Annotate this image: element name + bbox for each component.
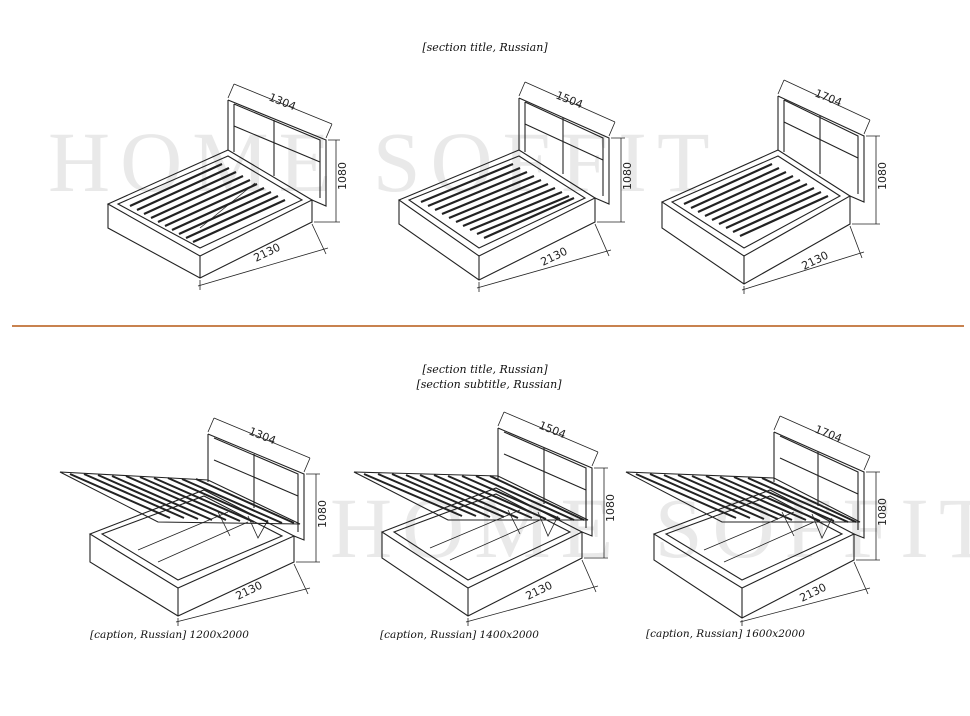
width-label: 1304 [267, 91, 298, 114]
mattress-caption-1: [caption, Russian] 1200x2000 [90, 629, 249, 641]
height-label: 1080 [876, 162, 889, 190]
height-label: 1080 [336, 162, 349, 190]
bed-drawing-top-3: 1704 1080 2130 [660, 79, 889, 294]
height-label: 1080 [316, 500, 329, 528]
bed-drawing-bottom-3: 1704 1080 2130 [625, 415, 889, 626]
mattress-caption-2: [caption, Russian] 1400x2000 [380, 629, 539, 641]
width-label: 1304 [247, 425, 278, 448]
bed-drawing-top-1: 1304 1080 2130 [106, 83, 349, 290]
length-label: 2130 [798, 581, 829, 605]
width-label: 1504 [537, 419, 568, 442]
width-label: 1504 [554, 89, 585, 112]
bottom-section-title-line2: [section subtitle, Russian] [416, 378, 562, 391]
bed-drawing-bottom-1: 1304 1080 2130 [59, 417, 329, 626]
top-section-title: [section title, Russian] [422, 41, 548, 54]
height-label: 1080 [876, 498, 889, 526]
bottom-section-title-line1: [section title, Russian] [422, 363, 548, 376]
height-label: 1080 [621, 162, 634, 190]
height-label: 1080 [604, 494, 617, 522]
bottom-section-title: [section title, Russian] [section subtit… [0, 362, 970, 392]
section-separator [12, 325, 964, 327]
width-label: 1704 [813, 423, 844, 446]
bed-drawing-bottom-2: 1504 1080 2130 [353, 411, 617, 626]
mattress-caption-3: [caption, Russian] 1600x2000 [646, 628, 805, 640]
bed-drawing-top-2: 1504 1080 2130 [397, 81, 634, 292]
length-label: 2130 [800, 249, 831, 273]
width-label: 1704 [813, 87, 844, 110]
